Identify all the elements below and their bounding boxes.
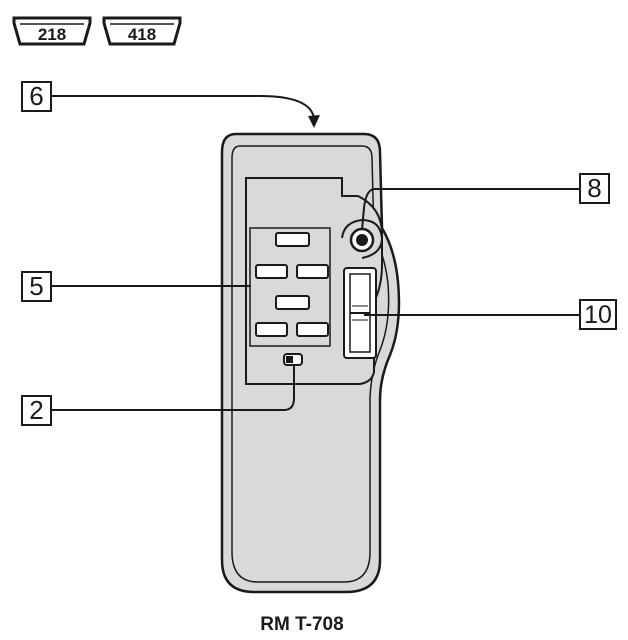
rocker-slider — [343, 267, 377, 359]
model-badge-418: 418 — [102, 16, 182, 46]
leader-6-arrow — [308, 115, 320, 128]
callout-6-label: 6 — [29, 81, 43, 111]
callout-5-label: 5 — [29, 271, 43, 301]
callout-2-label: 2 — [29, 395, 43, 425]
leader-2 — [51, 366, 295, 411]
callout-8: 8 — [579, 173, 610, 204]
callout-10-label: 10 — [584, 301, 612, 329]
callout-10: 10 — [579, 299, 617, 330]
button-group-panel — [249, 227, 331, 347]
leader-8 — [361, 188, 580, 231]
remote-button-5 — [255, 322, 288, 337]
badge-218-label: 218 — [38, 25, 66, 44]
remote-button-4 — [275, 295, 310, 310]
leader-6 — [51, 95, 315, 119]
round-button — [341, 218, 384, 259]
model-label: RM T-708 — [260, 614, 343, 635]
callout-8-label: 8 — [587, 173, 601, 203]
badge-418-label: 418 — [128, 25, 156, 44]
remote-button-6 — [296, 322, 329, 337]
slide-switch-knob — [286, 356, 293, 363]
callout-5: 5 — [21, 271, 52, 302]
model-badge-218: 218 — [12, 16, 92, 46]
remote-button-2 — [255, 264, 288, 279]
remote-button-1 — [275, 232, 310, 247]
remote-button-3 — [296, 264, 329, 279]
callout-6: 6 — [21, 81, 52, 112]
callout-2: 2 — [21, 395, 52, 426]
